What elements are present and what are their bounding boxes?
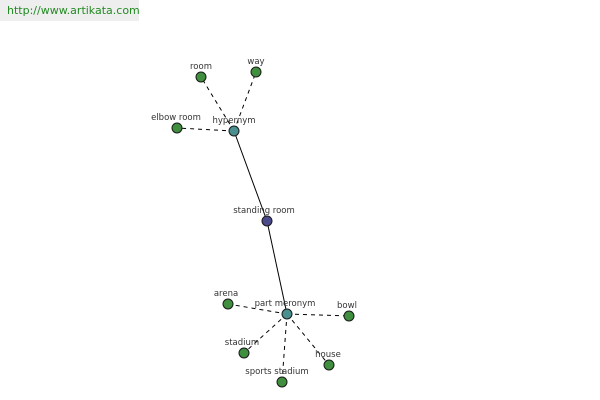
label-hypernym: hypernym — [212, 116, 255, 126]
nodes-layer — [171, 66, 355, 388]
edge-part-meronym-arena — [227, 303, 288, 315]
node-bowl — [343, 310, 355, 322]
node-standing-room — [261, 215, 273, 227]
labels-layer: standing room hypernym part meronym room way… — [151, 57, 357, 377]
label-bowl: bowl — [337, 301, 357, 311]
edges-layer — [176, 71, 350, 383]
edge-center-part-meronym — [266, 220, 288, 315]
site-url-link[interactable]: http://www.artikata.com — [7, 4, 140, 17]
edge-part-meronym-house — [286, 313, 330, 366]
node-room — [195, 71, 207, 83]
label-sports-stadium: sports stadium — [245, 367, 308, 377]
node-hypernym — [228, 125, 240, 137]
node-sports-stadium — [276, 376, 288, 388]
edge-hypernym-way — [233, 71, 257, 132]
node-arena — [222, 298, 234, 310]
node-elbow-room — [171, 122, 183, 134]
label-way: way — [247, 57, 264, 67]
label-elbow-room: elbow room — [151, 113, 201, 123]
node-way — [250, 66, 262, 78]
label-house: house — [315, 350, 341, 360]
edge-center-hypernym — [233, 130, 268, 222]
edge-hypernym-elbow-room — [176, 127, 235, 132]
edge-part-meronym-stadium — [243, 313, 288, 354]
label-standing-room: standing room — [233, 206, 295, 216]
node-part-meronym — [281, 308, 293, 320]
label-room: room — [190, 62, 212, 72]
label-part-meronym: part meronym — [255, 299, 316, 309]
edge-part-meronym-bowl — [286, 313, 350, 317]
edge-hypernym-room — [200, 76, 235, 132]
edge-part-meronym-sports-stadium — [281, 313, 288, 383]
node-stadium — [238, 347, 250, 359]
label-stadium: stadium — [225, 338, 259, 348]
url-banner: http://www.artikata.com — [0, 0, 140, 21]
node-house — [323, 359, 335, 371]
label-arena: arena — [214, 289, 238, 299]
